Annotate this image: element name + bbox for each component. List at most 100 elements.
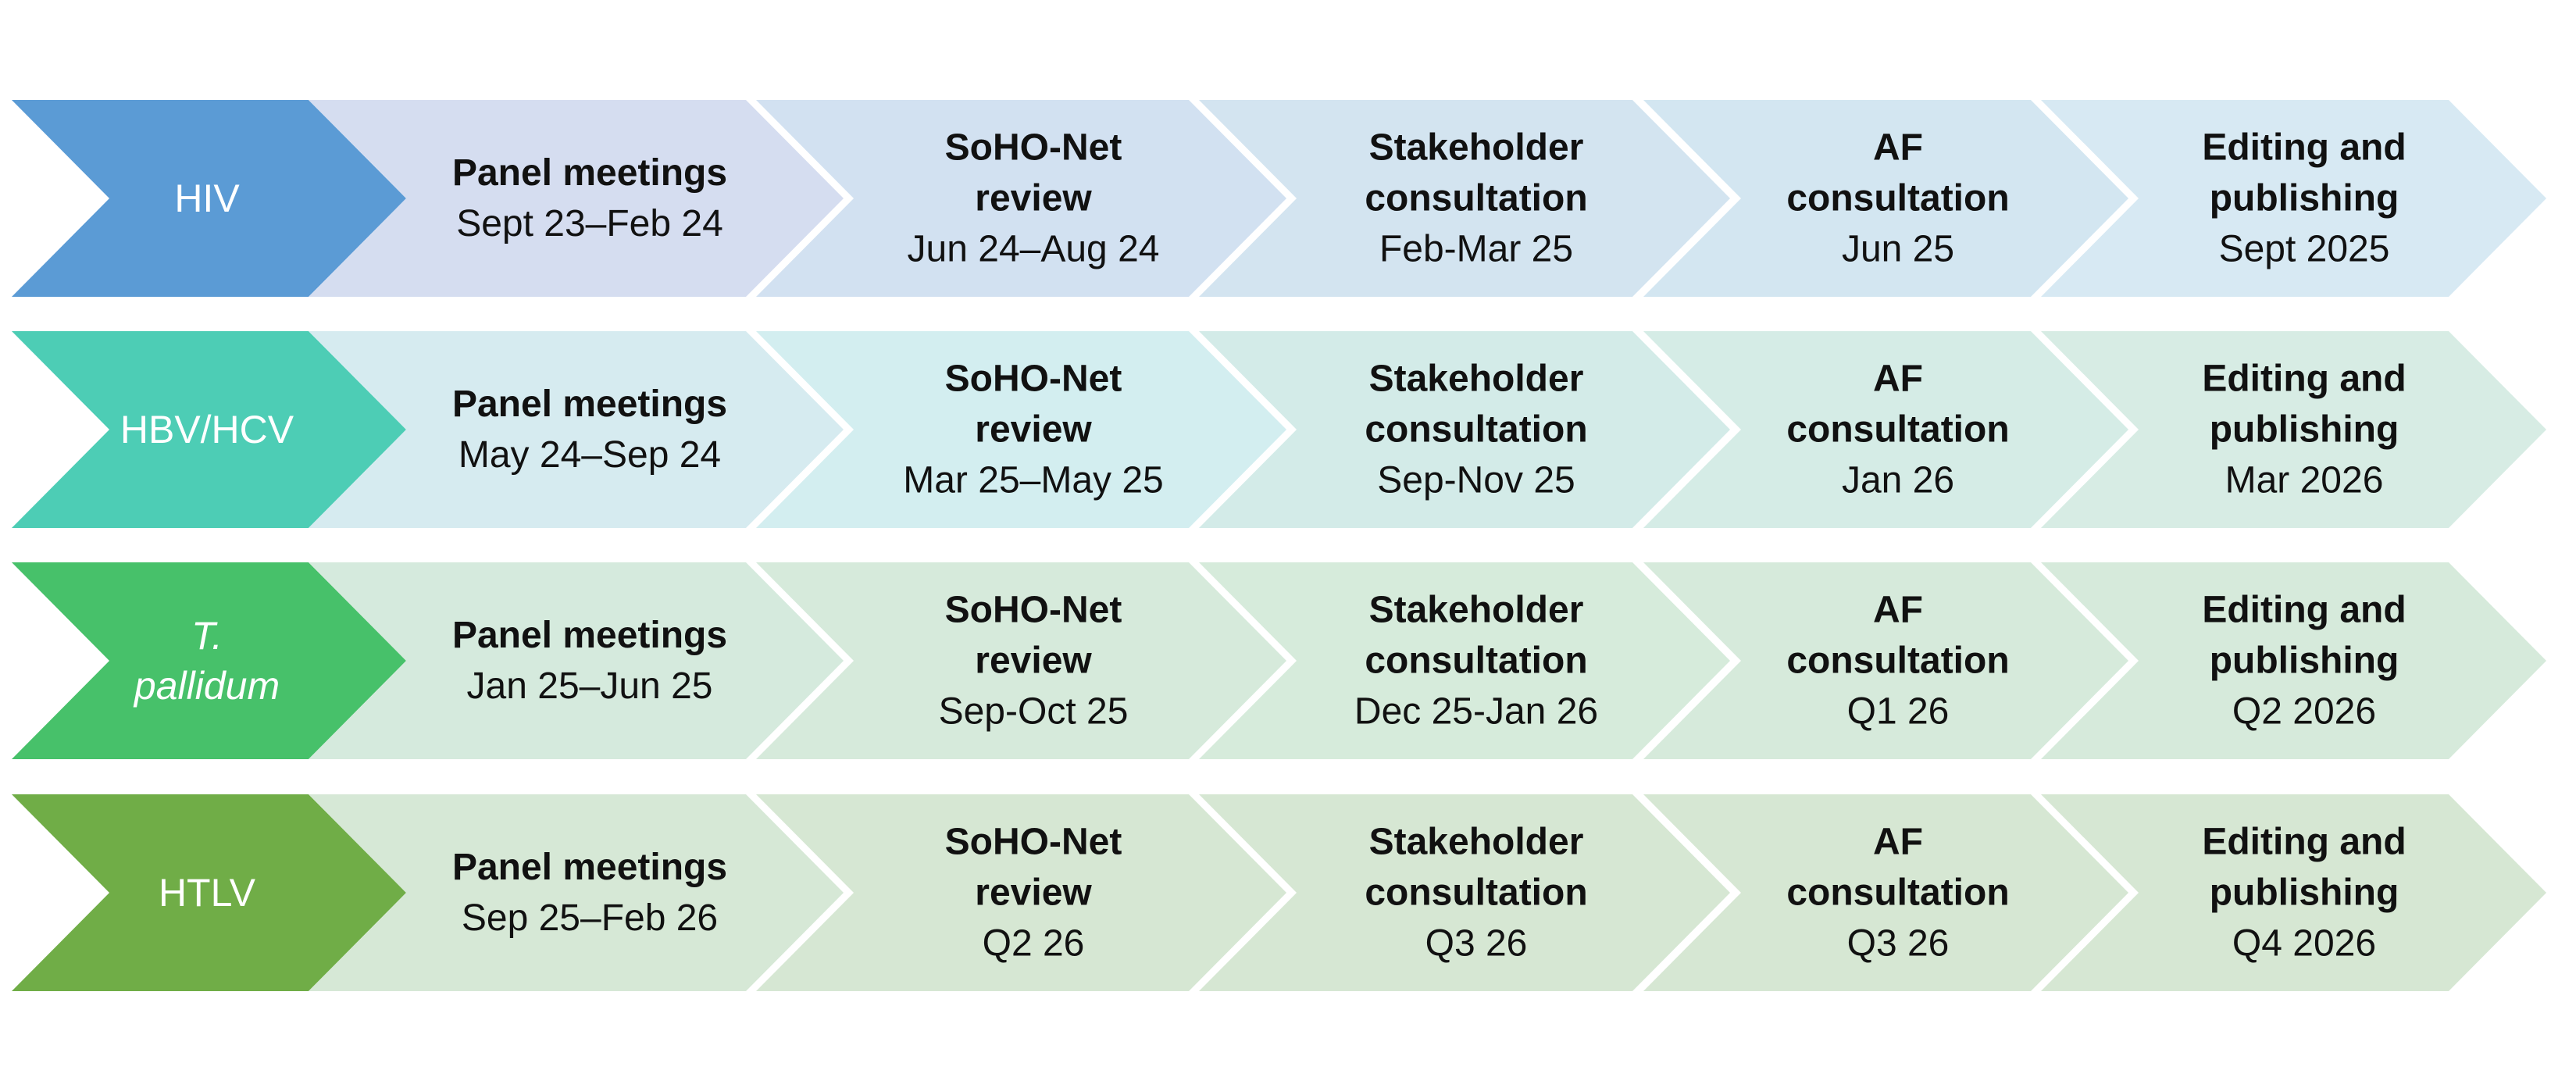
row-label: HIV xyxy=(174,177,240,220)
stage-step: AF consultation Q1 26 xyxy=(1643,562,2128,759)
stage-step: Editing and publishing Q4 2026 xyxy=(2041,794,2546,991)
row-label: HTLV xyxy=(159,871,256,915)
stage-title: publishing xyxy=(2210,178,2399,219)
stage-title: Editing and xyxy=(2202,822,2406,863)
stage-chevron xyxy=(2041,794,2546,991)
stage-chevron xyxy=(309,794,844,991)
stage-date: Dec 25-Jan 26 xyxy=(1354,691,1598,733)
row-label: HBV/HCV xyxy=(120,408,294,451)
stage-date: Feb-Mar 25 xyxy=(1379,229,1573,270)
stage-date: Q4 2026 xyxy=(2232,923,2376,965)
stage-title: Panel meetings xyxy=(452,383,727,425)
stage-title: Panel meetings xyxy=(452,615,727,656)
stage-date: Sept 2025 xyxy=(2219,229,2390,270)
stage-title: consultation xyxy=(1365,409,1587,451)
stage-date: Q2 2026 xyxy=(2232,691,2376,733)
stage-date: Q2 26 xyxy=(983,923,1085,965)
stage-chevron xyxy=(309,100,844,297)
stage-title: Stakeholder xyxy=(1369,590,1584,631)
stage-title: consultation xyxy=(1786,872,2009,914)
stage-date: Jun 25 xyxy=(1842,229,1954,270)
stage-date: Jan 26 xyxy=(1842,460,1954,501)
stage-title: SoHO-Net xyxy=(945,822,1122,863)
stage-step: Editing and publishing Q2 2026 xyxy=(2041,562,2546,759)
stage-title: Editing and xyxy=(2202,590,2406,631)
row-label-chevron xyxy=(12,331,406,528)
stage-title: publishing xyxy=(2210,872,2399,914)
stage-title: SoHO-Net xyxy=(945,127,1122,169)
stage-title: review xyxy=(975,872,1092,914)
stage-date: Mar 2026 xyxy=(2225,460,2384,501)
row-label-chevron xyxy=(12,794,406,991)
stage-title: Panel meetings xyxy=(452,152,727,194)
stage-chevron xyxy=(1199,794,1730,991)
stage-chevron xyxy=(756,794,1286,991)
stage-title: AF xyxy=(1873,590,1923,631)
stage-step: SoHO-Net review Q2 26 xyxy=(756,794,1286,991)
stage-title: Panel meetings xyxy=(452,847,727,888)
stage-title: AF xyxy=(1873,822,1923,863)
stage-date: Sep-Nov 25 xyxy=(1377,460,1575,501)
stage-chevron xyxy=(756,100,1286,297)
stage-chevron xyxy=(1199,562,1730,759)
stage-chevron xyxy=(1643,331,2128,528)
stage-date: Jun 24–Aug 24 xyxy=(908,229,1160,270)
row-label-chevron xyxy=(12,100,406,297)
stage-title: Editing and xyxy=(2202,127,2406,169)
stage-title: review xyxy=(975,178,1092,219)
stage-title: review xyxy=(975,409,1092,451)
stage-title: consultation xyxy=(1786,409,2009,451)
stage-date: Q1 26 xyxy=(1847,691,1950,733)
stage-title: Editing and xyxy=(2202,359,2406,400)
stage-date: Q3 26 xyxy=(1847,923,1950,965)
stage-title: consultation xyxy=(1365,178,1587,219)
row-label: T. xyxy=(191,614,223,658)
stage-chevron xyxy=(1199,331,1730,528)
stage-chevron xyxy=(1643,100,2128,297)
row-label: pallidum xyxy=(133,664,280,708)
stage-date: Sep-Oct 25 xyxy=(939,691,1129,733)
stage-title: AF xyxy=(1873,359,1923,400)
stage-chevron xyxy=(2041,331,2546,528)
stage-title: consultation xyxy=(1786,640,2009,682)
stage-title: consultation xyxy=(1786,178,2009,219)
stage-title: review xyxy=(975,640,1092,682)
stage-chevron xyxy=(1643,562,2128,759)
stage-chevron xyxy=(2041,100,2546,297)
stage-date: Sept 23–Feb 24 xyxy=(456,203,723,244)
stage-date: Jan 25–Jun 25 xyxy=(467,665,713,707)
stage-chevron xyxy=(2041,562,2546,759)
stage-title: Stakeholder xyxy=(1369,359,1584,400)
stage-date: Q3 26 xyxy=(1425,923,1528,965)
stage-date: Mar 25–May 25 xyxy=(903,460,1164,501)
stage-title: SoHO-Net xyxy=(945,590,1122,631)
stage-chevron xyxy=(756,562,1286,759)
stage-chevron xyxy=(309,562,844,759)
stage-title: publishing xyxy=(2210,640,2399,682)
stage-chevron xyxy=(756,331,1286,528)
stage-title: consultation xyxy=(1365,872,1587,914)
stage-title: AF xyxy=(1873,127,1923,169)
stage-chevron xyxy=(1643,794,2128,991)
row-label-chevron xyxy=(12,562,406,759)
